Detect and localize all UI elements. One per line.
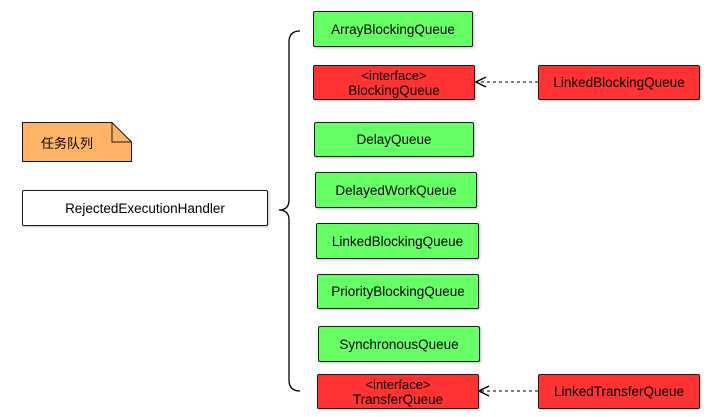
priority-blocking-queue-box: PriorityBlockingQueue bbox=[317, 274, 479, 309]
queue-label: DelayedWorkQueue bbox=[335, 182, 457, 198]
rejected-execution-handler-box: RejectedExecutionHandler bbox=[22, 190, 268, 226]
task-queue-note: 任务队列 bbox=[22, 122, 132, 162]
interface-stereotype: <interface> bbox=[361, 67, 427, 83]
queue-label: BlockingQueue bbox=[348, 82, 440, 98]
impl-label: LinkedBlockingQueue bbox=[553, 75, 685, 90]
arrowhead-blockingqueue bbox=[474, 76, 487, 88]
impl-label: LinkedTransferQueue bbox=[553, 384, 685, 399]
queue-label: DelayQueue bbox=[356, 132, 432, 147]
arrowhead-transferqueue bbox=[477, 385, 490, 397]
queue-label: LinkedBlockingQueue bbox=[331, 233, 464, 249]
blocking-queue-interface-box: <interface> BlockingQueue bbox=[313, 65, 475, 100]
queue-label: ArrayBlockingQueue bbox=[331, 21, 455, 37]
linked-transfer-queue-impl-box: LinkedTransferQueue bbox=[538, 374, 700, 409]
delayed-work-queue-box: DelayedWorkQueue bbox=[315, 172, 477, 208]
array-blocking-queue-box: ArrayBlockingQueue bbox=[313, 11, 473, 47]
queue-label: SynchronousQueue bbox=[339, 336, 459, 352]
grouping-brace bbox=[278, 30, 301, 392]
queue-label: TransferQueue bbox=[352, 391, 444, 407]
linked-blocking-queue-box: LinkedBlockingQueue bbox=[316, 223, 479, 259]
handler-label: RejectedExecutionHandler bbox=[65, 200, 225, 216]
delay-queue-box: DelayQueue bbox=[314, 122, 474, 157]
queue-label: PriorityBlockingQueue bbox=[331, 284, 465, 299]
linked-blocking-queue-impl-box: LinkedBlockingQueue bbox=[538, 65, 700, 100]
interface-stereotype: <interface> bbox=[365, 376, 431, 392]
transfer-queue-interface-box: <interface> TransferQueue bbox=[317, 374, 479, 409]
synchronous-queue-box: SynchronousQueue bbox=[318, 326, 480, 362]
note-label: 任务队列 bbox=[40, 136, 93, 152]
note-shape bbox=[22, 122, 132, 162]
